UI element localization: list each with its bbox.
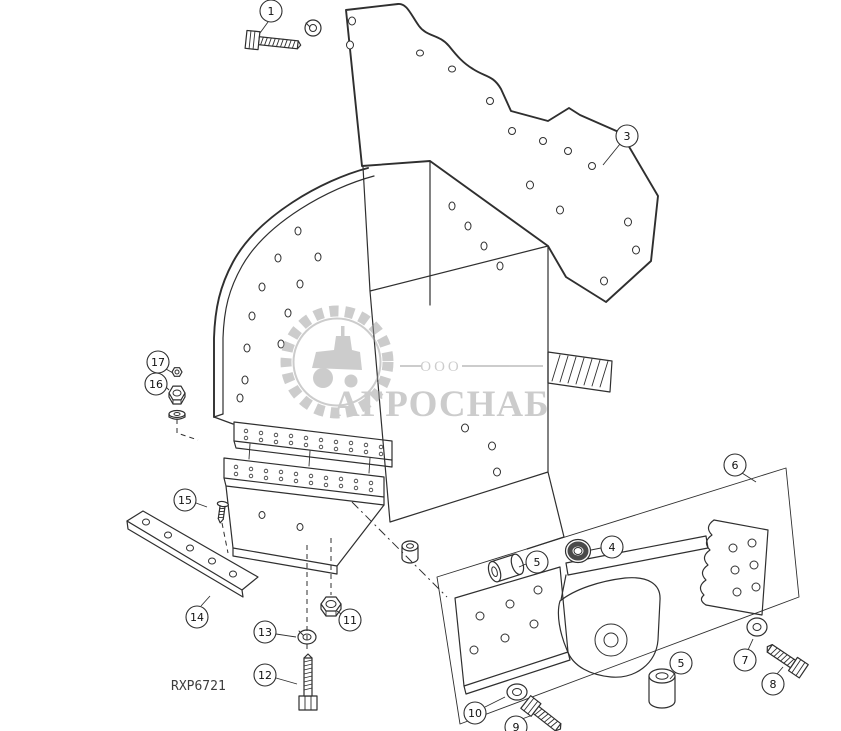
plate-14 (126, 510, 259, 598)
callout-5a: 5 (518, 550, 549, 574)
nut-11 (320, 596, 342, 617)
callout-10: 10 (463, 696, 506, 725)
washer-7 (746, 617, 768, 637)
svg-text:4: 4 (609, 541, 616, 554)
hatch-bracket (547, 351, 613, 393)
bolt-9 (520, 695, 562, 731)
svg-text:5: 5 (534, 556, 541, 569)
svg-text:14: 14 (190, 611, 204, 624)
watermark: ООО АГРОСНАБ (280, 305, 550, 425)
callout-16: 16 (144, 372, 170, 396)
step-plates (223, 421, 393, 506)
svg-text:1: 1 (268, 5, 275, 18)
callout-15: 15 (173, 488, 208, 512)
svg-text:11: 11 (343, 614, 357, 627)
support-housing (213, 3, 659, 575)
callout-6: 6 (723, 453, 757, 483)
callout-14: 14 (185, 595, 211, 629)
bolt-8 (766, 644, 809, 679)
watermark-name: АГРОСНАБ (333, 384, 550, 425)
svg-text:9: 9 (513, 721, 520, 731)
watermark-prefix: ООО (420, 359, 462, 375)
callout-7: 7 (733, 638, 757, 672)
washer-16 (168, 409, 186, 420)
callout-13: 13 (253, 620, 297, 644)
svg-text:13: 13 (258, 626, 272, 639)
channel-bar (565, 535, 709, 576)
tractor-icon (312, 326, 362, 388)
serrated-block (699, 519, 769, 616)
washer-top (304, 19, 322, 37)
screw-15 (216, 500, 229, 524)
callout-8: 8 (761, 666, 785, 696)
callout-1: 1 (259, 0, 283, 34)
bolt-12 (298, 653, 318, 711)
callout-5b: 5 (669, 651, 693, 680)
reference-code: RXP6721 (171, 679, 226, 694)
base-plate-outline (436, 467, 800, 725)
bolt-1 (244, 29, 302, 51)
nut-16 (168, 385, 186, 405)
gear-icon (280, 305, 394, 419)
callout-12: 12 (253, 663, 298, 687)
small-bushing (401, 540, 419, 564)
svg-text:5: 5 (678, 657, 685, 670)
svg-text:15: 15 (178, 494, 192, 507)
base-plate-assembly (436, 467, 800, 725)
lower-frame (225, 485, 385, 575)
bushing-5b (648, 668, 676, 709)
callout-11: 11 (336, 608, 362, 632)
bushing-5a (487, 553, 525, 583)
side-panel (213, 167, 375, 425)
svg-text:6: 6 (732, 459, 739, 472)
svg-text:12: 12 (258, 669, 272, 682)
step-hole-grid (233, 428, 384, 493)
svg-text:3: 3 (624, 130, 631, 143)
callout-4: 4 (590, 535, 624, 559)
stud-17 (171, 367, 183, 377)
svg-text:8: 8 (770, 678, 777, 691)
callouts: 1 3 4 5 5 6 7 (144, 0, 785, 731)
svg-text:7: 7 (742, 654, 749, 667)
callout-17: 17 (146, 350, 174, 374)
assembly-axis-lines (176, 419, 448, 650)
callout-3: 3 (602, 124, 639, 166)
callout-9: 9 (504, 715, 531, 731)
pivot-bracket (557, 574, 661, 678)
rear-panel (345, 3, 659, 303)
perforated-plate (454, 566, 571, 695)
svg-text:17: 17 (151, 356, 165, 369)
washer-4 (564, 538, 592, 564)
front-panel (362, 160, 565, 550)
svg-text:16: 16 (149, 378, 163, 391)
washer-10 (506, 683, 528, 701)
svg-text:10: 10 (468, 707, 482, 720)
